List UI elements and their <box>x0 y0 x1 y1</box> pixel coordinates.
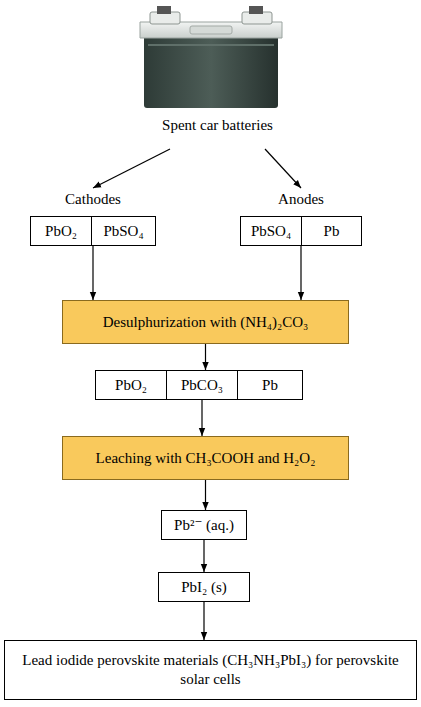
compound-cell: PbO₂ <box>95 370 167 400</box>
node-text: PbSO₄ <box>251 222 291 241</box>
node-text: Spent car batteries <box>110 116 325 135</box>
source-label: Spent car batteries <box>110 116 325 145</box>
node-text: Pb <box>262 376 278 395</box>
node-text: Pb <box>324 222 340 241</box>
group-heading: Anodes <box>240 190 362 209</box>
flow-arrow <box>203 540 204 572</box>
flow-arrow <box>92 246 93 300</box>
group-heading: Cathodes <box>30 190 156 209</box>
process-box: Leaching with CH₃COOH and H₂O₂ <box>62 436 349 480</box>
compound-cell: PbO₂ <box>30 216 92 246</box>
process-box: Desulphurization with (NH₄)₂CO₃ <box>62 300 349 344</box>
flow-arrow <box>205 344 206 370</box>
node-text: PbO₂ <box>115 376 147 395</box>
flow-arrow <box>205 480 206 510</box>
compound-cell: Pb <box>301 216 362 246</box>
product-box: Pb²⁻ (aq.) <box>161 510 247 540</box>
flow-arrow <box>300 246 301 300</box>
compound-cell: Pb <box>237 370 303 400</box>
node-text: Lead iodide perovskite materials (CH₃NH₃… <box>11 651 410 689</box>
node-text: Pb²⁻ (aq.) <box>174 516 234 535</box>
compound-cell: PbCO₃ <box>166 370 238 400</box>
flow-arrow <box>201 400 202 436</box>
flow-arrow <box>203 602 204 640</box>
node-text: PbCO₃ <box>181 376 223 395</box>
electrode-group: AnodesPbSO₄ Pb <box>240 190 362 246</box>
battery-illustration <box>136 4 286 112</box>
flow-arrow <box>265 149 301 188</box>
electrode-group: CathodesPbO₂ PbSO₄ <box>30 190 156 246</box>
flow-arrow <box>93 149 170 188</box>
node-text: Desulphurization with (NH₄)₂CO₃ <box>103 313 309 332</box>
node-text: PbSO₄ <box>103 222 143 241</box>
compound-cell: PbSO₄ <box>240 216 302 246</box>
node-text: PbO₂ <box>45 222 77 241</box>
compound-cell: PbSO₄ <box>91 216 156 246</box>
node-text: PbI₂ (s) <box>181 578 227 597</box>
product-box: PbI₂ (s) <box>158 572 250 602</box>
node-text: Leaching with CH₃COOH and H₂O₂ <box>96 449 316 468</box>
output-box: Lead iodide perovskite materials (CH₃NH₃… <box>4 640 417 700</box>
